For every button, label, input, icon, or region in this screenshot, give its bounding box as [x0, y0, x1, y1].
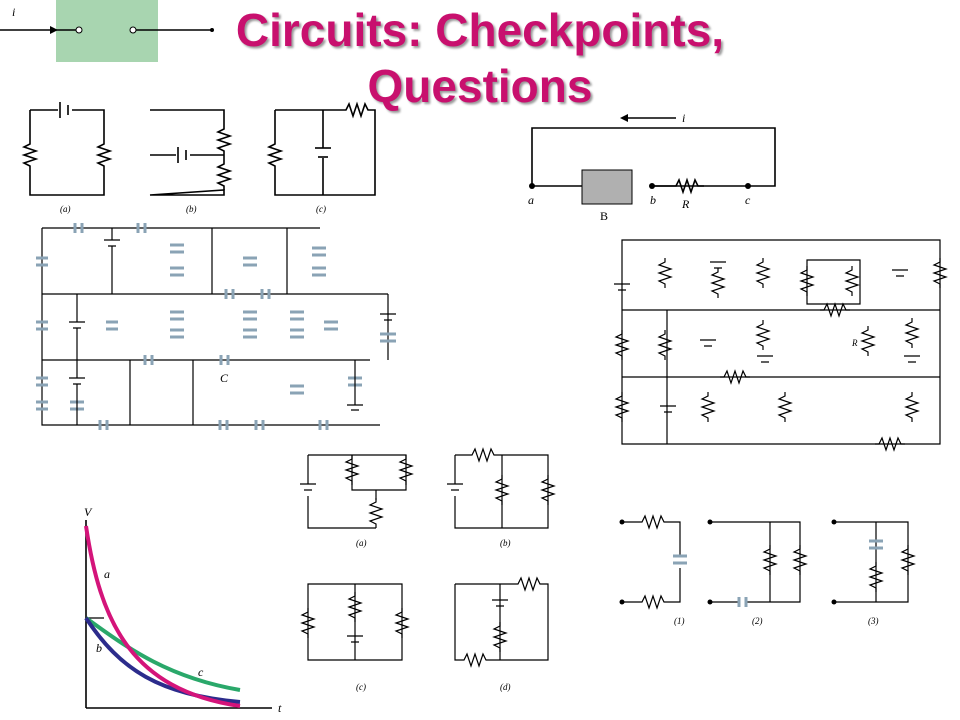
curve-a	[84, 525, 241, 708]
corner-current-label: i	[12, 5, 15, 19]
loop-resistor-label: R	[681, 197, 690, 211]
curve-b-label: b	[96, 641, 102, 655]
quad-circuits: (a) (b) (c) (d)	[300, 448, 555, 692]
quad-d-label: (d)	[500, 682, 511, 692]
quad-c-label: (c)	[356, 682, 366, 692]
curve-c	[84, 616, 241, 692]
graph-y-label: V	[84, 505, 93, 519]
circuit-1-label: (1)	[674, 616, 685, 626]
battery-label: B	[600, 209, 608, 223]
curve-a-label: a	[104, 567, 110, 581]
curve-c-label: c	[198, 665, 204, 679]
curve-b	[84, 616, 241, 704]
quad-a-label: (a)	[356, 538, 367, 548]
node-a-label: a	[528, 193, 534, 207]
page-title: Circuits: Checkpoints, Questions	[180, 2, 780, 114]
corner-switch-graphic: i	[0, 0, 214, 62]
three-circuits: (1) (2) (3)	[619, 515, 915, 626]
node-b-label: b	[650, 193, 656, 207]
network-R-label: R	[851, 338, 858, 348]
panel-c-label: (c)	[316, 204, 326, 214]
panel-b-label: (b)	[186, 204, 197, 214]
capacitor-network: C	[36, 223, 396, 430]
node-c-label: c	[745, 193, 751, 207]
circuit-2-label: (2)	[752, 616, 763, 626]
capacitor-C-label: C	[220, 371, 229, 385]
title-line-2: Questions	[367, 60, 593, 112]
title-line-1: Circuits: Checkpoints,	[235, 4, 725, 56]
checkpoint-circuits: (a) (b) (c)	[23, 102, 376, 214]
loop-current-label: i	[682, 111, 685, 125]
battery-loop-circuit: i a b c R B	[528, 111, 776, 223]
quad-b-label: (b)	[500, 538, 511, 548]
circuit-3-label: (3)	[868, 616, 879, 626]
voltage-graph: V t a b c	[84, 505, 282, 715]
graph-x-label: t	[278, 701, 282, 715]
resistor-network: R	[614, 239, 947, 451]
panel-a-label: (a)	[60, 204, 71, 214]
